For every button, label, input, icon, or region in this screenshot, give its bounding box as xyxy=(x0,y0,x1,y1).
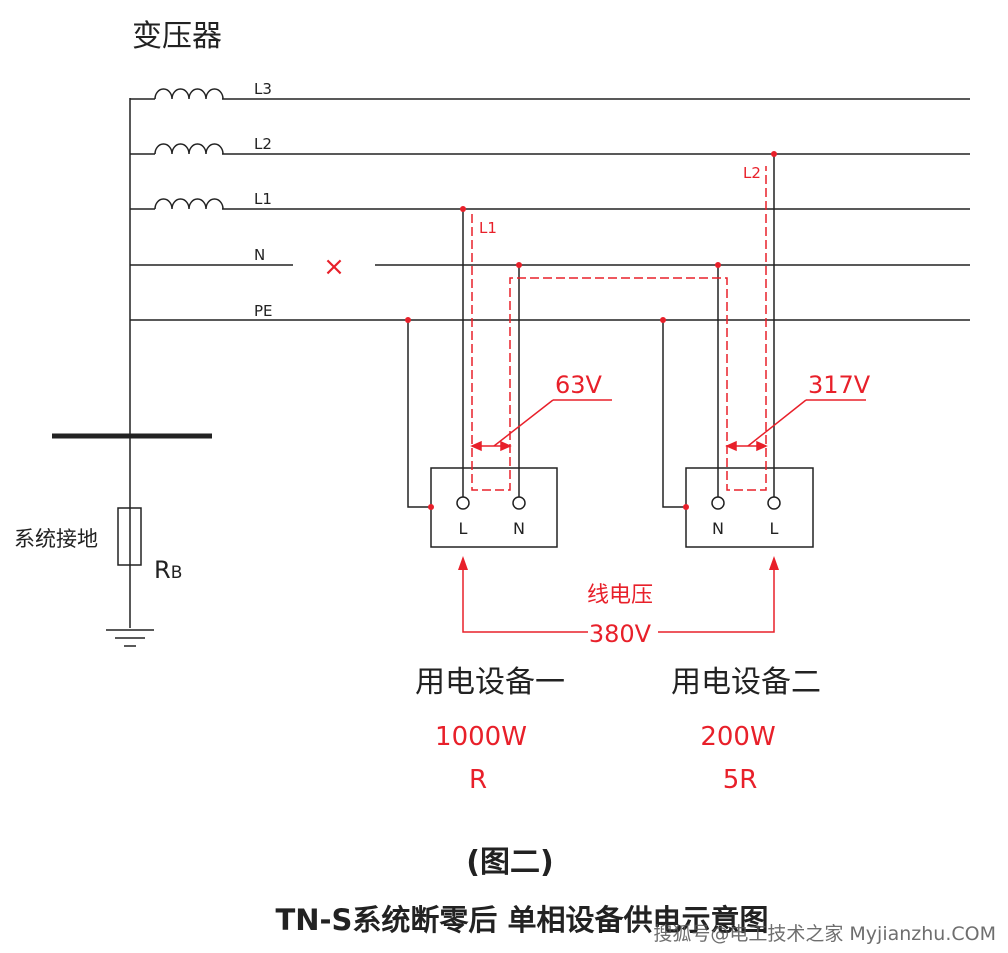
device2-phase-tag: L2 xyxy=(743,164,761,182)
device1-power: 1000W xyxy=(435,722,527,752)
device2-name: 用电设备二 xyxy=(671,665,821,700)
device2-terminal-n-label: N xyxy=(712,519,724,538)
line-voltage-arrowheads-icon xyxy=(458,556,779,570)
device2-terminal-l-label: L xyxy=(770,519,779,538)
device1-name: 用电设备一 xyxy=(415,665,565,700)
grounding-label: 系统接地 xyxy=(14,527,98,551)
coil-l2-icon xyxy=(154,143,224,155)
watermark: 搜狐号@电工技术之家 Myjianzhu.COM xyxy=(653,923,996,945)
device1-phase-tag: L1 xyxy=(479,219,497,237)
device1-voltage-marker xyxy=(470,399,612,452)
bus-label-l1: L1 xyxy=(254,190,272,208)
device1-terminal-n-label: N xyxy=(513,519,525,538)
device2-terminal-l-icon xyxy=(767,496,781,510)
device1-terminal-l-label: L xyxy=(459,519,468,538)
line-voltage-label: 线电压 xyxy=(587,583,653,608)
bus-label-pe: PE xyxy=(254,302,273,320)
line-voltage-arrow xyxy=(462,566,775,633)
current-loop-path xyxy=(471,166,767,491)
bus-label-l2: L2 xyxy=(254,135,272,153)
junction-dots xyxy=(405,151,777,510)
device2-wiring xyxy=(662,154,814,548)
device2-resistance: 5R xyxy=(723,765,758,795)
resistor-label: RB xyxy=(154,556,182,584)
line-voltage-value: 380V xyxy=(589,620,652,648)
coil-l3-icon xyxy=(154,88,224,100)
device1-resistance: R xyxy=(469,765,487,795)
device2-terminal-n-icon xyxy=(711,496,725,510)
device1-terminal-l-icon xyxy=(456,496,470,510)
transformer-coils xyxy=(154,88,224,210)
device1-terminal-n-icon xyxy=(512,496,526,510)
transformer-label: 变压器 xyxy=(132,19,222,54)
device2-socket xyxy=(685,467,814,548)
bus-label-l3: L3 xyxy=(254,80,272,98)
coil-l1-icon xyxy=(154,198,224,210)
device1-wiring xyxy=(407,209,558,548)
device2-power: 200W xyxy=(700,722,775,752)
device1-voltage: 63V xyxy=(555,371,603,399)
figure-title: TN-S系统断零后 单相设备供电示意图 xyxy=(275,903,768,937)
n-break-mark-icon: × xyxy=(323,252,345,282)
device1-socket xyxy=(430,467,558,548)
device2-voltage-marker xyxy=(725,399,866,452)
bus-label-n: N xyxy=(254,246,265,264)
figure-number: (图二) xyxy=(466,845,553,880)
ground-symbol-icon xyxy=(106,629,154,647)
bus-lines xyxy=(130,98,970,321)
resistor-rb-icon xyxy=(117,507,142,566)
device2-voltage: 317V xyxy=(808,371,871,399)
